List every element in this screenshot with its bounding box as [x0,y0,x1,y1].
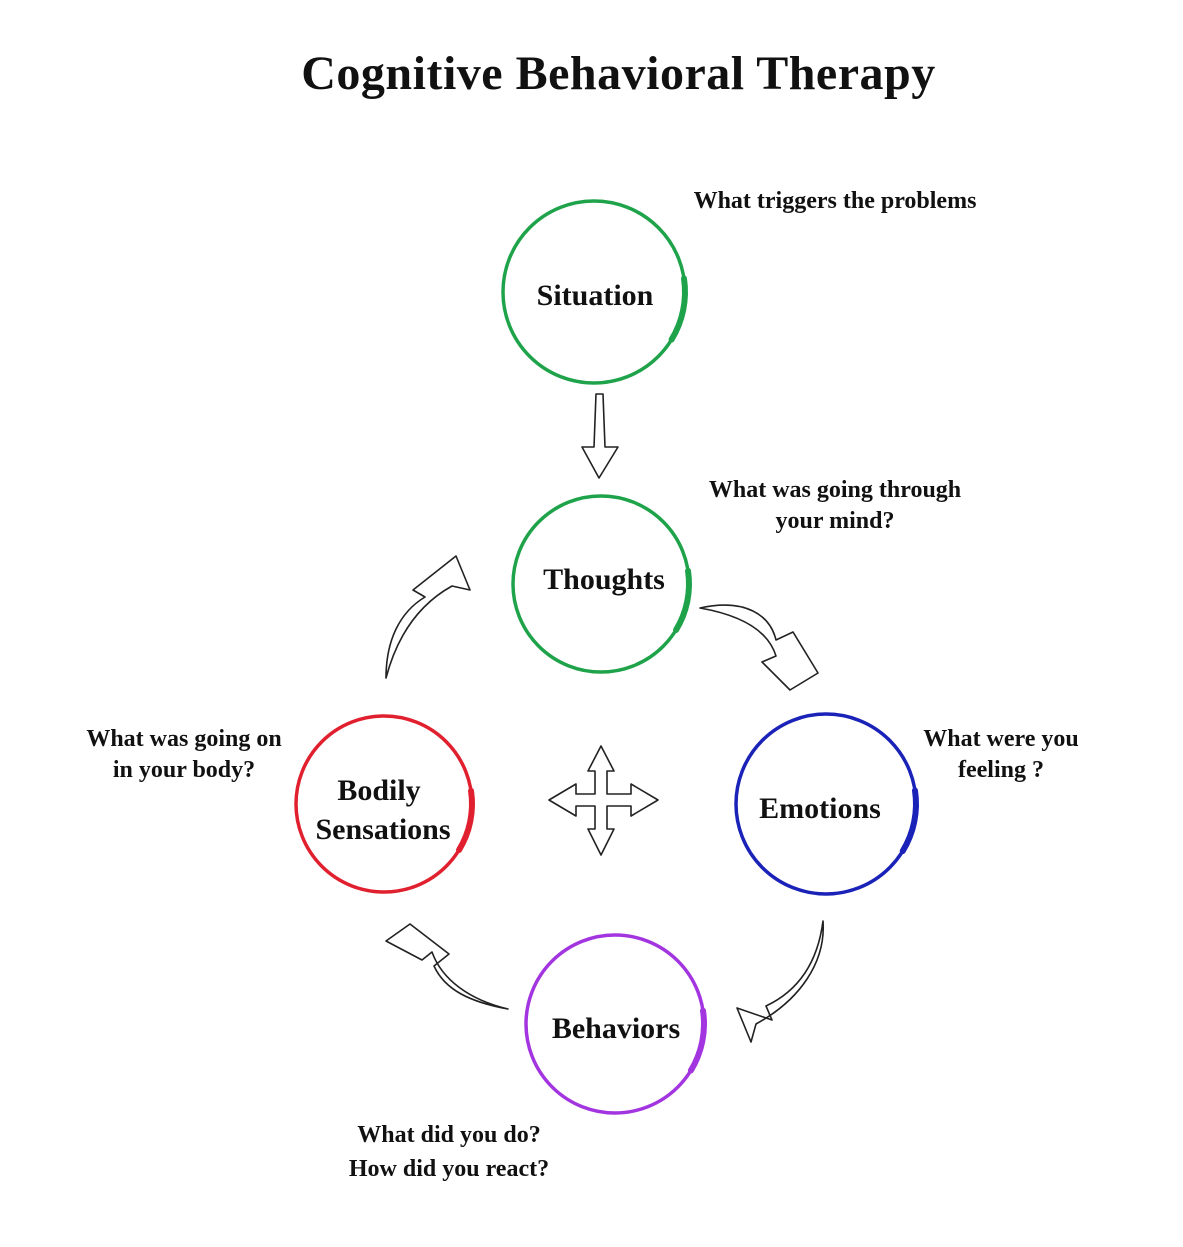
four-way-arrow-icon [548,745,659,856]
curved-arrow-bodily-to-thoughts [385,555,471,679]
thoughts-note-line2: your mind? [775,508,895,534]
behaviors-circle-stroke-end [687,1007,707,1074]
bodily-label-line2: Sensations [315,813,451,846]
situation-label: Situation [536,279,654,312]
curved-arrow-thoughts-to-emotions [699,604,819,691]
emotions-label: Emotions [759,792,881,825]
thoughts-circle-stroke-end [673,567,692,633]
page-title: Cognitive Behavioral Therapy [301,47,936,100]
bodily-label-line1: Bodily [337,774,421,807]
emotions-note-line1: What were you [923,726,1079,752]
bodily-circle-stroke-end [456,787,475,853]
situation-note: What triggers the problems [693,188,977,214]
behaviors-note-line1: What did you do? [357,1122,541,1148]
curved-arrow-emotions-to-behaviors [736,920,824,1043]
bodily-note-line2: in your body? [112,757,256,783]
down-arrow-icon [581,393,619,479]
bodily-note-line1: What was going on [86,726,282,752]
emotions-note-line2: feeling ? [958,757,1044,783]
thoughts-note-line1: What was going through [708,477,962,503]
curved-arrow-behaviors-to-bodily [385,923,509,1010]
thoughts-label: Thoughts [543,563,665,596]
situation-circle-stroke-end [668,275,688,343]
behaviors-label: Behaviors [551,1012,681,1045]
emotions-circle-stroke-end [899,787,919,855]
behaviors-note-line2: How did you react? [348,1156,550,1182]
